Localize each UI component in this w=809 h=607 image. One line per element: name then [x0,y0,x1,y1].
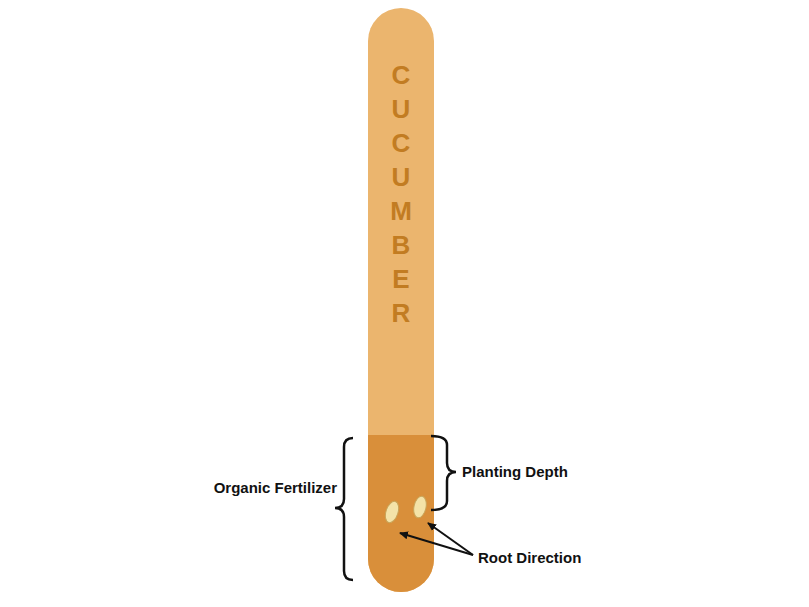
bracket-label: Organic Fertilizer [214,479,337,496]
root-arrow [400,533,473,555]
craft-stick: CUCUMBER [368,8,434,592]
depth-bracket [431,436,456,510]
stick-upper [368,8,434,592]
root-arrow [428,523,473,555]
bracket-label: Planting Depth [462,463,568,480]
soil-zone [368,435,434,592]
plant-name: CUCUMBER [388,8,414,330]
callout-label: Root Direction [478,549,581,566]
seed [383,500,401,525]
seed [412,495,428,519]
fertilizer-bracket [335,438,353,580]
